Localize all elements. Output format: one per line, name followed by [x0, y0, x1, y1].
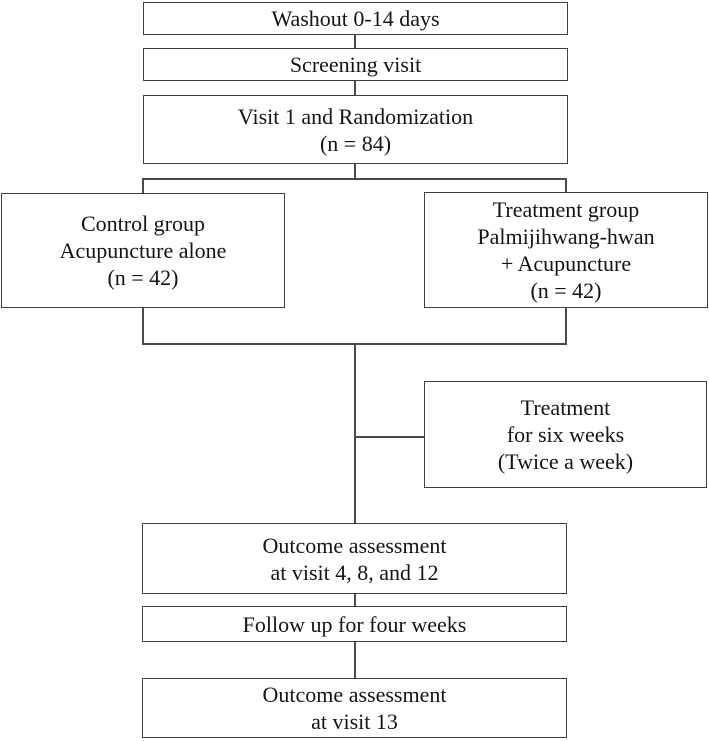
- node-washout: Washout 0-14 days: [143, 2, 568, 35]
- node-randomization-label: Visit 1 and Randomization (n = 84): [237, 103, 474, 156]
- node-treatment-group: Treatment group Palmijihwang-hwan + Acup…: [424, 192, 708, 308]
- connector-control-to-merge: [142, 307, 144, 343]
- node-treatment-group-label: Treatment group Palmijihwang-hwan + Acup…: [477, 197, 655, 303]
- connector-outcome-followup: [354, 594, 356, 606]
- node-treatment-duration: Treatment for six weeks (Twice a week): [424, 381, 707, 488]
- node-randomization: Visit 1 and Randomization (n = 84): [143, 95, 568, 164]
- node-screening-visit-label: Screening visit: [289, 52, 422, 77]
- connector-treatment-to-merge: [565, 307, 567, 343]
- node-washout-label: Washout 0-14 days: [271, 6, 440, 31]
- connector-stub-treatment-duration: [355, 436, 424, 438]
- node-follow-up: Follow up for four weeks: [142, 606, 567, 642]
- connector-followup-final: [354, 642, 356, 678]
- connector-screening-randomization: [354, 81, 356, 95]
- node-control-group: Control group Acupuncture alone (n = 42): [1, 193, 285, 308]
- node-follow-up-label: Follow up for four weeks: [242, 611, 467, 637]
- connector-randomization-split: [354, 163, 356, 178]
- node-outcome-assessment-final-label: Outcome assessment at visit 13: [262, 682, 447, 734]
- node-treatment-duration-label: Treatment for six weeks (Twice a week): [497, 395, 634, 474]
- node-control-group-label: Control group Acupuncture alone (n = 42): [59, 211, 227, 290]
- node-outcome-assessment-final: Outcome assessment at visit 13: [142, 678, 567, 738]
- connector-split-to-treatment: [565, 178, 567, 192]
- node-outcome-assessment-mid: Outcome assessment at visit 4, 8, and 12: [142, 523, 567, 594]
- connector-washout-screening: [354, 35, 356, 48]
- connector-split-to-control: [142, 178, 144, 193]
- connector-split-horizontal: [142, 178, 566, 180]
- node-screening-visit: Screening visit: [143, 48, 568, 81]
- node-outcome-assessment-mid-label: Outcome assessment at visit 4, 8, and 12: [262, 532, 447, 585]
- connector-merge-to-outcome: [354, 343, 356, 523]
